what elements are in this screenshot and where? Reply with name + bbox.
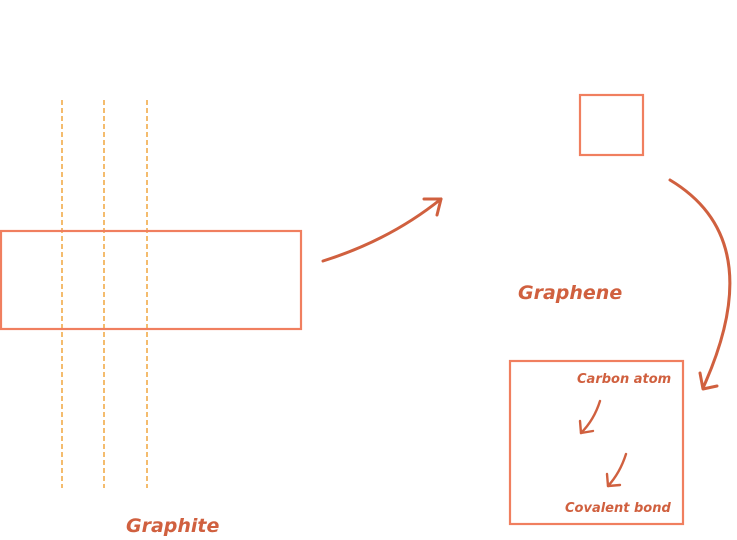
carbon-atom-label: Carbon atom (577, 372, 672, 387)
graphene-detail-box (508, 359, 685, 526)
graphene-image-box (578, 93, 645, 157)
graphite-to-graphene-arrow (321, 197, 443, 263)
graphene-label: Graphene (518, 282, 623, 304)
graphite-layers (61, 100, 148, 488)
graphite-label: Graphite (126, 515, 220, 537)
covalent-bond-label: Covalent bond (565, 501, 671, 516)
covalent-bond-pointer-arrow (605, 452, 628, 488)
carbon-atom-pointer-arrow (578, 399, 602, 435)
graphite-image-box (0, 229, 303, 331)
graphene-zoom-arrow (668, 178, 732, 391)
